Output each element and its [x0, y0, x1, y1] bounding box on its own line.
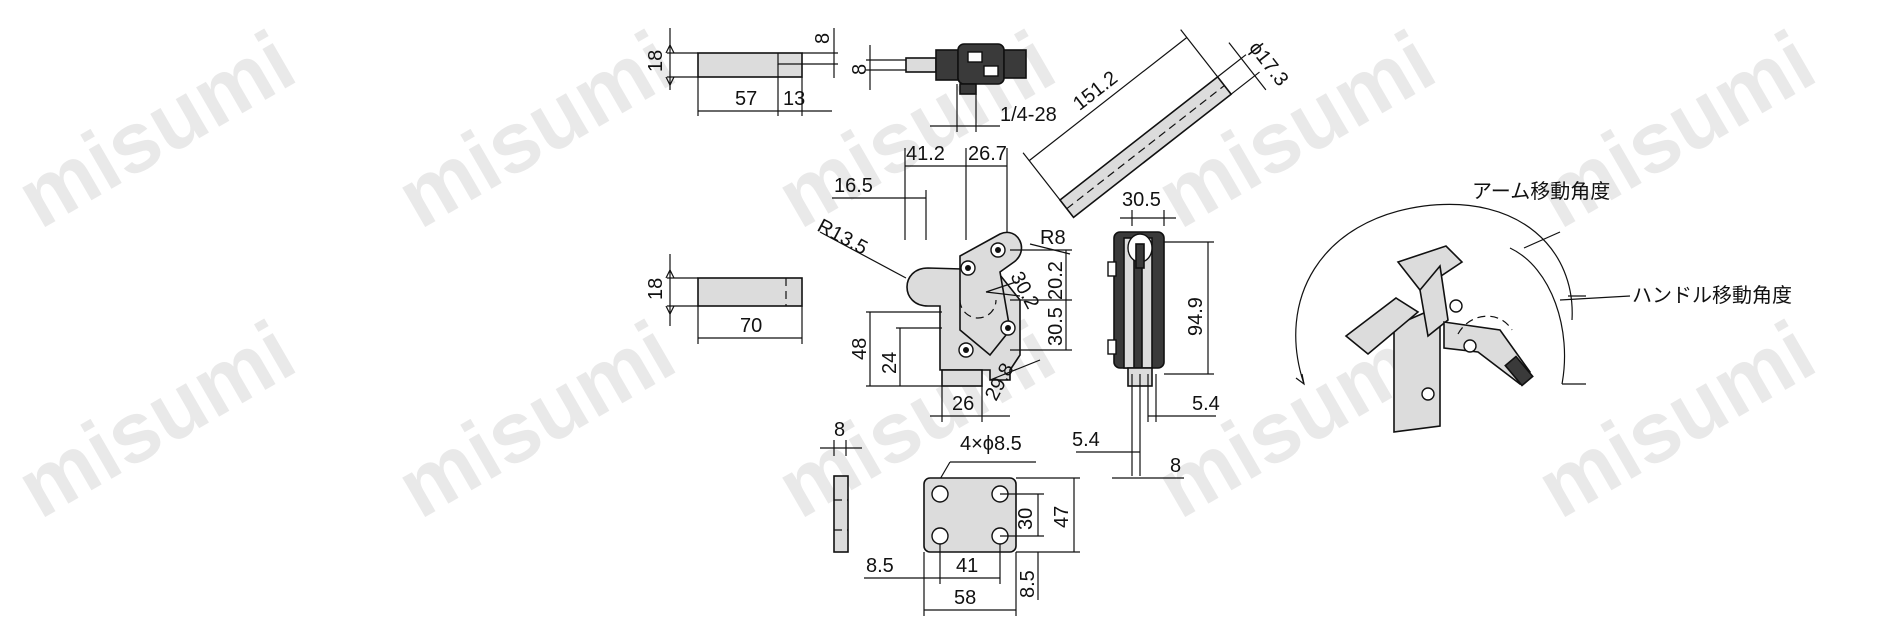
spindle-side-view: 8 1/4-28: [849, 43, 1057, 132]
dim-41: 41: [956, 555, 978, 577]
watermark: misumi: [2, 303, 311, 537]
motion-angle-diagram: アーム移動角度 ハンドル移動角度: [1295, 179, 1792, 433]
watermark: misumi: [1142, 13, 1451, 247]
dim-24: 24: [879, 352, 901, 374]
dim-30-5-vertical: 30.5: [1045, 307, 1067, 346]
watermark: misumi: [1522, 303, 1831, 537]
dim-8-plate: 8: [834, 419, 845, 441]
pad-body: [697, 52, 803, 78]
dim-58: 58: [954, 587, 976, 609]
dim-holes: 4×ϕ8.5: [960, 433, 1022, 455]
watermark: misumi: [762, 13, 1071, 247]
dim-57: 57: [735, 88, 757, 110]
watermark: misumi: [762, 303, 1071, 537]
dim-8-5-vertical: 8.5: [1017, 570, 1039, 598]
dim-48: 48: [849, 338, 871, 360]
dim-5-4-left: 5.4: [1072, 429, 1100, 451]
dim-70: 70: [740, 315, 762, 337]
dim-26: 26: [952, 393, 974, 415]
handle-angle-arc: [1509, 247, 1566, 385]
clamp-front-view: 30.5 94.9 5.4 5.4 8: [1072, 189, 1220, 479]
dim-thread: 1/4-28: [1000, 104, 1057, 126]
spindle-shaft: [905, 57, 937, 73]
dim-20-2: 20.2: [1045, 261, 1067, 300]
dim-8-base: 8: [1170, 455, 1181, 477]
clamp-side-view: 41.2 26.7 16.5 R13.5 R8 30.2 20.2 30.5: [814, 143, 1072, 422]
dim-8-5-horizontal: 8.5: [866, 555, 894, 577]
dim-16-5: 16.5: [834, 175, 873, 197]
dim-26-7: 26.7: [968, 143, 1007, 165]
pad-top-view: 18 8 57 13: [645, 28, 838, 116]
arm-angle-label: アーム移動角度: [1472, 179, 1610, 203]
watermark: misumi: [382, 13, 691, 247]
iso-arm-upper: [1396, 245, 1464, 292]
dim-r8: R8: [1040, 227, 1066, 249]
base-plate-views: 8 4×ϕ8.5 30 47 8.5 8.5 41 58: [820, 419, 1080, 616]
dim-30: 30: [1015, 508, 1037, 530]
dim-5-4-right: 5.4: [1192, 393, 1220, 415]
dim-18-front: 18: [645, 278, 667, 300]
arm-angle-arc: [1295, 203, 1573, 385]
dim-94-9: 94.9: [1185, 297, 1207, 336]
handle-angle-label: ハンドル移動角度: [1632, 283, 1792, 307]
spindle-nut: [935, 49, 959, 81]
pad-front-body: [697, 277, 803, 307]
pad-front-view: 18 70: [645, 254, 803, 344]
dim-8-slot: 8: [812, 33, 834, 44]
iso-arm-lower: [1344, 297, 1420, 356]
spindle-head: [957, 43, 1005, 85]
dim-41-2: 41.2: [906, 143, 945, 165]
dim-18-pad: 18: [645, 50, 667, 72]
plate-side: [833, 475, 849, 553]
dim-phi17-3: ϕ17.3: [1244, 37, 1292, 90]
spindle-end: [1003, 49, 1027, 79]
dim-13: 13: [783, 88, 805, 110]
watermark: misumi: [382, 303, 691, 537]
dim-151-2: 151.2: [1069, 67, 1122, 115]
watermark: misumi: [1522, 13, 1831, 247]
dim-47: 47: [1051, 506, 1073, 528]
dim-30-5-horizontal: 30.5: [1122, 189, 1161, 211]
dim-8-spindle: 8: [849, 64, 871, 75]
watermark: misumi: [2, 13, 311, 247]
